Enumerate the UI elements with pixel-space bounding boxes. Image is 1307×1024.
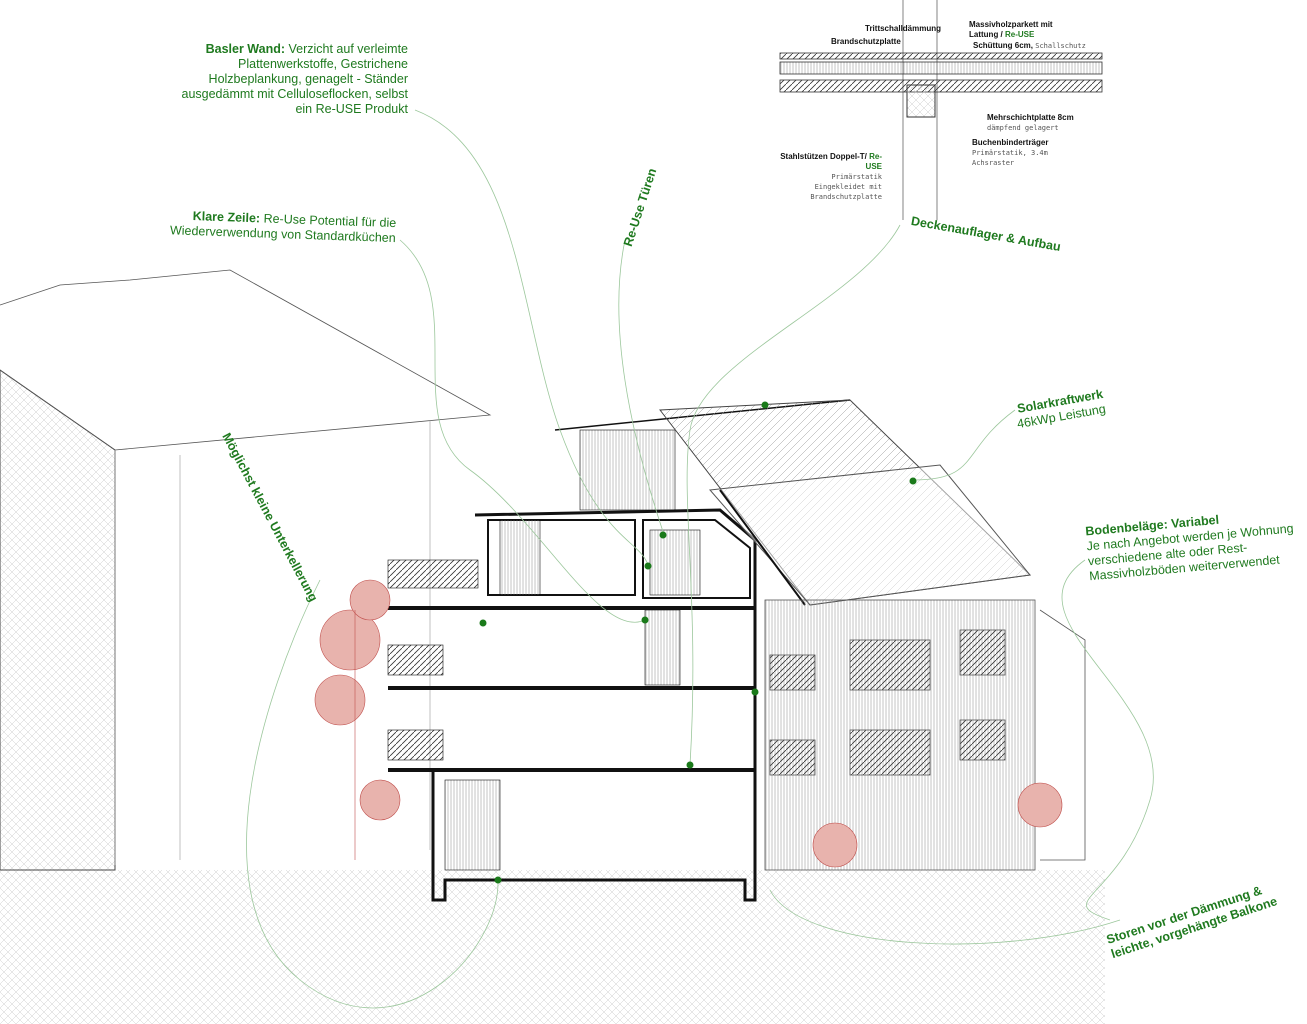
label-line: Plattenwerkstoffe, Gestrichene [238,57,408,71]
detail-tritt: Trittschalldämmung [865,24,941,34]
tree-left [314,579,401,860]
detail-text: Re- [869,152,882,161]
label-line: Holzbeplankung, genagelt - Ständer [208,72,408,86]
detail-mehrschicht: Mehrschichtplatte 8cm dämpfend gelagert [987,113,1074,133]
detail-brand: Brandschutzplatte [831,37,901,47]
detail-text: Lattung / [969,30,1003,39]
detail-text: Re-USE [1005,30,1035,39]
detail-text: Buchenbinderträger [972,138,1049,147]
detail-text: dämpfend gelagert [987,124,1059,132]
annotation-dots [479,401,917,884]
neighbor-wall-left [0,369,116,871]
detail-text: Primärstatik, 3.4m [972,149,1048,157]
detail-text: Eingekleidet mit [814,183,882,191]
detail-text: Stahlstützen Doppel-T/ [780,152,867,161]
label-basler-wand: Basler Wand: Verzicht auf verleimte Plat… [170,42,409,117]
label-line: Verzicht auf verleimte [288,42,409,56]
ground-hatch [0,870,1105,1024]
detail-text: Trittschalldämmung [865,24,942,33]
ceiling-detail-drawing [779,0,1103,220]
leader-lines [246,109,1154,1009]
detail-text: Massivholzparkett mit [969,20,1053,29]
detail-text: Mehrschichtplatte 8cm [987,113,1074,122]
detail-schuettung: Schüttung 6cm, Schallschutz [973,41,1086,51]
detail-text: Brandschutzplatte [810,193,882,201]
building-section [387,399,851,902]
tree-right [812,782,1063,868]
label-line: ausgedämmt mit Celluloseflocken, selbst [181,87,409,101]
detail-text: Schallschutz [1035,42,1086,50]
label-title: Basler Wand: [205,42,286,56]
detail-text: Achsraster [972,159,1015,167]
detail-text: Primärstatik [831,173,882,181]
detail-text: Brandschutzplatte [831,37,901,46]
right-facade [764,599,1086,871]
label-title: Klare Zeile: [192,209,261,226]
label-line: ein Re-USE Produkt [295,102,408,116]
detail-text: USE [865,162,882,171]
detail-stahl: Stahlstützen Doppel-T/ Re-USE Primärstati… [775,152,882,202]
detail-text: Schüttung 6cm, [973,41,1034,50]
